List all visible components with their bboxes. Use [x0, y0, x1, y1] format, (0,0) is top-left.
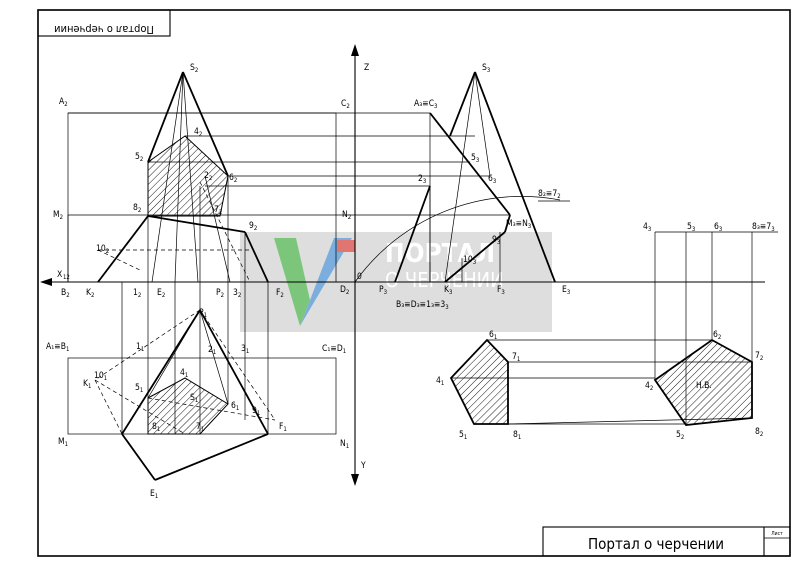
watermark-text-2: О ЧЕРЧЕНИИ [385, 268, 504, 292]
origin-label: 0 [357, 272, 362, 282]
label-m2: M2 [53, 210, 63, 221]
label-e3: E3 [562, 285, 570, 296]
label-5-1: 51 [135, 383, 143, 394]
sheet-label: Лист [771, 531, 783, 537]
label-10-1: 101 [94, 371, 107, 382]
label-r-5-2: 52 [676, 430, 684, 441]
axis-y-label: Y [360, 461, 366, 471]
label-r-4-3: 43 [643, 222, 651, 233]
label-6-3: 63 [488, 174, 496, 185]
title-block-text: Портал о черчении [588, 535, 724, 553]
label-m1: M1 [58, 437, 68, 448]
label-4-1: 41 [180, 368, 188, 379]
label-f3: F3 [497, 285, 505, 296]
label-true-size: Н.В. [696, 381, 712, 391]
label-5-3: 53 [471, 153, 479, 164]
point-labels: S2 A2 C2 42 52 22 62 82 72 M2 N2 92 102 … [46, 63, 775, 500]
label-r-4-1: 41 [436, 376, 444, 387]
label-9-3: 93 [492, 235, 500, 246]
label-d2: D2 [340, 285, 349, 296]
label-3-1: 31 [241, 344, 249, 355]
label-7-1: 71 [196, 422, 204, 433]
label-a3-c3: A₃≡C3 [414, 99, 437, 110]
label-n2: N2 [342, 210, 351, 221]
label-r-7-1: 71 [512, 352, 520, 363]
top-view [67, 176, 337, 481]
side-view [394, 71, 556, 283]
label-b2: B2 [61, 288, 70, 299]
label-8-2: 82 [133, 203, 141, 214]
axis-x12-label: X [57, 270, 62, 280]
label-r-6-3: 63 [714, 222, 722, 233]
sheet-frame [37, 9, 791, 557]
axis-z-label: Z [364, 63, 369, 73]
label-6-1: 61 [231, 401, 239, 412]
label-k1: K1 [83, 379, 91, 390]
label-10-3: 103 [463, 255, 476, 266]
axis-x12-sub: 12 [63, 274, 70, 281]
label-9-2: 92 [249, 221, 257, 232]
label-s1: S1 [190, 393, 198, 404]
label-k2: K2 [86, 288, 94, 299]
label-r-8-2: 82 [755, 427, 763, 438]
label-f1: F1 [279, 422, 287, 433]
label-1-1: 11 [136, 342, 144, 353]
label-c2: C2 [341, 99, 350, 110]
label-1-2: 12 [133, 288, 141, 299]
label-8-2-7-2: 8₂≡72 [538, 189, 561, 200]
title-block: Портал о черчении Лист [542, 526, 791, 557]
label-c1-d1: C₁≡D1 [322, 344, 346, 355]
label-r-4-2: 42 [645, 381, 653, 392]
label-p3: P3 [379, 285, 387, 296]
label-10-2: 102 [96, 244, 109, 255]
label-s2: S2 [190, 63, 198, 74]
corner-stamp-text: Портал о черчении [54, 23, 154, 36]
label-r-6-1: 61 [489, 330, 497, 341]
label-e2: E2 [157, 288, 165, 299]
label-r-6-2: 62 [713, 330, 721, 341]
label-k3: K3 [444, 285, 452, 296]
label-7-2: 72 [214, 205, 222, 216]
watermark-text-1: ПОРТАЛ [385, 239, 495, 269]
label-a2: A2 [59, 97, 68, 108]
label-r-5-3: 53 [687, 222, 695, 233]
label-r-5-1: 51 [459, 430, 467, 441]
label-r-8-7: 8₃≡73 [752, 222, 775, 233]
label-a1-b1: A₁≡B1 [46, 342, 69, 353]
label-8-1: 81 [152, 422, 160, 433]
label-b3-d3: B₃≡D₃≡1₃≡33 [396, 300, 449, 311]
true-shape-view [449, 231, 778, 426]
label-n1: N1 [340, 439, 349, 450]
label-r-7-2: 72 [755, 351, 763, 362]
label-p2: P2 [216, 288, 224, 299]
label-m3-n3: M₃≡N3 [506, 219, 531, 230]
label-2-1: 21 [208, 345, 216, 356]
label-f2: F2 [276, 288, 284, 299]
label-6-2: 62 [229, 173, 237, 184]
label-2-2: 22 [204, 171, 212, 182]
logo-red-shape [337, 240, 355, 252]
label-r-8-1: 81 [513, 430, 521, 441]
label-3-2: 32 [233, 288, 241, 299]
label-9-1: 91 [252, 406, 260, 417]
label-e1: E1 [150, 489, 158, 500]
label-s3: S3 [482, 63, 490, 74]
corner-stamp: Портал о черчении [37, 9, 171, 37]
label-2-3: 23 [418, 174, 426, 185]
front-view [67, 71, 510, 283]
transfer-arc [354, 196, 561, 283]
label-4-2: 42 [194, 127, 202, 138]
label-5-2: 52 [135, 152, 143, 163]
label-p1: P1 [199, 308, 207, 319]
